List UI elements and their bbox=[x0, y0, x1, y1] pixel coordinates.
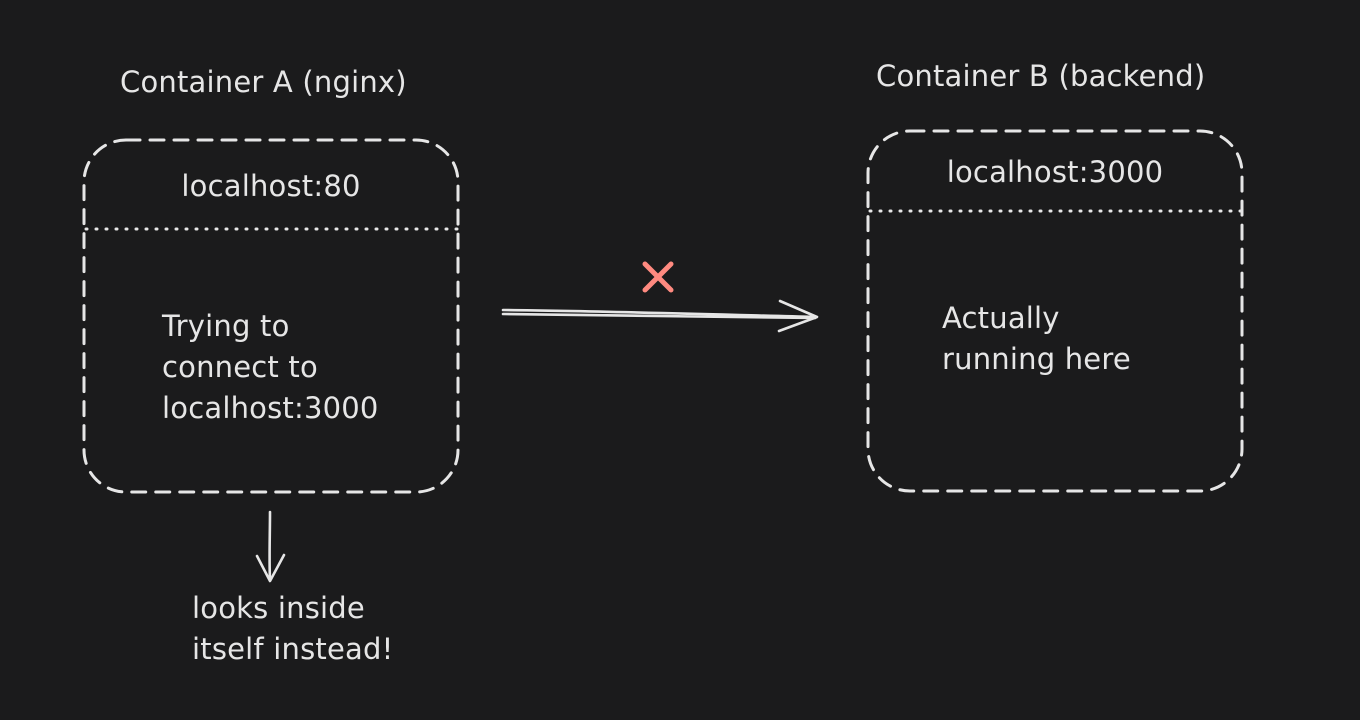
container-a-title: Container A (nginx) bbox=[120, 65, 407, 99]
container-a-body-line: connect to bbox=[162, 350, 318, 385]
connection-arrow bbox=[501, 299, 819, 333]
container-b-box[interactable] bbox=[866, 129, 1244, 493]
note-line: itself instead! bbox=[192, 632, 394, 667]
container-a-box[interactable] bbox=[82, 138, 460, 494]
container-b-body-line: running here bbox=[942, 342, 1131, 377]
container-a-body-line: localhost:3000 bbox=[162, 391, 379, 426]
note-line: looks inside bbox=[192, 591, 365, 625]
container-a-body: Trying to connect to localhost:3000 bbox=[162, 306, 379, 430]
fail-x-icon bbox=[642, 261, 674, 293]
container-b-body: Actually running here bbox=[942, 298, 1131, 380]
container-a-body-line: Trying to bbox=[162, 309, 290, 343]
container-b-body-line: Actually bbox=[942, 301, 1060, 335]
container-a-header: localhost:80 bbox=[181, 169, 361, 203]
down-arrow-icon bbox=[255, 510, 286, 583]
container-b-title: Container B (backend) bbox=[876, 59, 1206, 93]
container-b-header: localhost:3000 bbox=[946, 155, 1164, 189]
note-text: looks inside itself instead! bbox=[192, 588, 393, 670]
